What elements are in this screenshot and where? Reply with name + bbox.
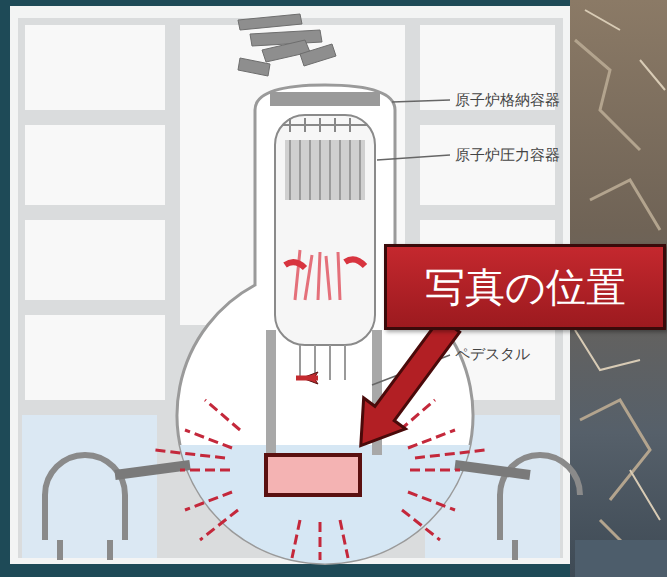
photo-position-frame [266, 455, 360, 495]
pressure-vessel [275, 115, 375, 345]
part-label: 原子炉格納容器 [455, 91, 560, 110]
pedestal [266, 330, 276, 455]
building-section [25, 125, 165, 205]
leader-lines [392, 100, 450, 102]
suppression-pool [45, 455, 125, 540]
radiation-burst [155, 400, 485, 560]
part-label: 原子炉圧力容器 [455, 146, 560, 165]
roof-debris [238, 14, 336, 76]
building-section [25, 315, 165, 400]
leader-lines [377, 155, 450, 160]
building-section [25, 25, 165, 110]
suppression-pool [60, 540, 110, 560]
callout-text: 写真の位置 [425, 260, 626, 315]
suppression-pool [115, 465, 190, 475]
radiation-burst [155, 400, 485, 560]
pressure-vessel [275, 115, 375, 380]
pressure-vessel [283, 118, 367, 132]
building-section [420, 125, 555, 205]
small-arrow-shaft [296, 376, 318, 381]
roof-debris [300, 44, 336, 66]
callout-arrow [340, 310, 471, 462]
pressure-vessel [285, 259, 365, 268]
pressure-vessel [295, 250, 340, 300]
callout-box: 写真の位置 [384, 244, 666, 330]
pressure-vessel [285, 140, 365, 200]
roof-debris [238, 58, 270, 76]
building-section [25, 220, 165, 300]
containment-vessel [270, 92, 380, 106]
pressure-vessel [290, 140, 360, 200]
photo-strip [575, 540, 667, 577]
suppression-pool [455, 465, 530, 475]
roof-debris [250, 30, 322, 46]
roof-debris [238, 14, 302, 30]
suppression-pool [45, 455, 580, 560]
suppression-pool [512, 540, 518, 560]
building-section [22, 415, 157, 558]
part-label: ペデスタル [455, 345, 530, 364]
callout-arrow [340, 310, 471, 462]
pressure-vessel [300, 345, 345, 380]
